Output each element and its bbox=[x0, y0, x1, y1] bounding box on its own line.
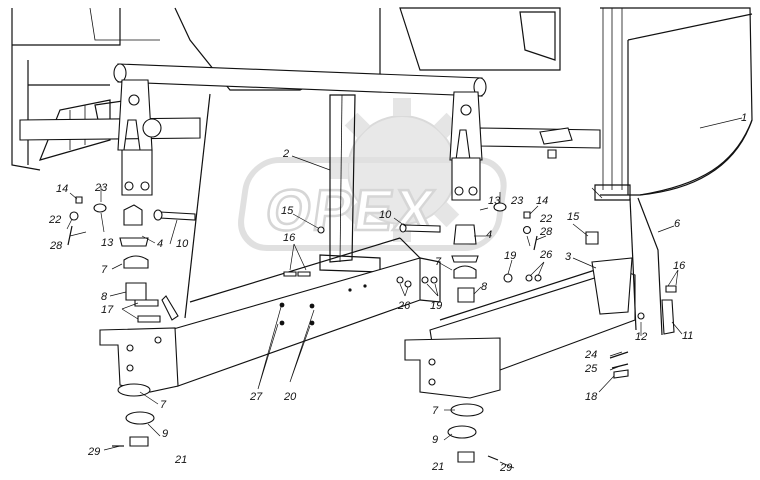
callout-4-right: 4 bbox=[486, 229, 492, 241]
callout-8-right: 8 bbox=[481, 281, 488, 293]
callout-26-right: 26 bbox=[539, 249, 553, 261]
callout-17: 17 bbox=[101, 304, 114, 316]
callout-24: 24 bbox=[584, 349, 597, 361]
callout-26-center: 26 bbox=[397, 300, 411, 312]
right-side-rods bbox=[629, 197, 675, 336]
cross-beam bbox=[19, 63, 601, 149]
leader-lines bbox=[66, 117, 743, 469]
callout-14-left: 14 bbox=[56, 183, 68, 195]
callout-3: 3 bbox=[565, 251, 572, 263]
callout-23-left: 23 bbox=[94, 182, 108, 194]
callout-16-center: 16 bbox=[283, 232, 296, 244]
callout-16-right: 16 bbox=[673, 260, 686, 272]
callout-15-right: 15 bbox=[567, 211, 580, 223]
callout-22-left: 22 bbox=[48, 214, 61, 226]
callout-28-left: 28 bbox=[49, 240, 63, 252]
callout-7-left-upper: 7 bbox=[101, 264, 108, 276]
callout-25: 25 bbox=[584, 363, 598, 375]
callout-13-right: 13 bbox=[488, 195, 501, 207]
callout-29-right: 29 bbox=[499, 462, 512, 474]
callout-4-left: 4 bbox=[157, 238, 163, 250]
callout-19-right: 19 bbox=[504, 250, 516, 262]
callout-6: 6 bbox=[674, 218, 681, 230]
callout-11: 11 bbox=[682, 330, 693, 342]
callout-10-center: 10 bbox=[379, 209, 392, 221]
callout-12: 12 bbox=[635, 331, 647, 343]
left-hardware bbox=[67, 196, 196, 447]
callout-22-right: 22 bbox=[539, 213, 552, 225]
callout-9-right: 9 bbox=[432, 434, 438, 446]
callout-1: 1 bbox=[741, 112, 747, 124]
callout-labels: 1 2 3 4 4 6 7 7 7 7 8 8 9 9 10 10 11 12 … bbox=[48, 112, 747, 474]
left-mount-bracket bbox=[117, 79, 162, 196]
callout-23-right: 23 bbox=[510, 195, 524, 207]
callout-10-left: 10 bbox=[176, 238, 189, 250]
callout-29-left: 29 bbox=[87, 446, 100, 458]
callout-19-center: 19 bbox=[430, 300, 442, 312]
right-mount-bracket bbox=[449, 91, 483, 201]
callout-21-left: 21 bbox=[174, 454, 187, 466]
callout-2: 2 bbox=[282, 148, 289, 160]
callout-18: 18 bbox=[585, 391, 598, 403]
cab-body bbox=[399, 7, 753, 201]
callout-7-right-upper: 7 bbox=[435, 256, 442, 268]
watermark-text: OPEX bbox=[262, 178, 440, 243]
callout-28-right: 28 bbox=[539, 226, 553, 238]
callout-9-left: 9 bbox=[162, 428, 168, 440]
callout-7-left-lower: 7 bbox=[160, 399, 167, 411]
callout-27: 27 bbox=[249, 391, 263, 403]
right-frame-rail bbox=[404, 257, 636, 399]
callout-15-center: 15 bbox=[281, 205, 294, 217]
callout-20: 20 bbox=[283, 391, 297, 403]
callout-8-left: 8 bbox=[101, 291, 108, 303]
callout-7-right-lower: 7 bbox=[432, 405, 439, 417]
left-frame-rail bbox=[99, 93, 441, 393]
callout-21-right: 21 bbox=[431, 461, 444, 473]
callout-13-left: 13 bbox=[101, 237, 114, 249]
callout-14-right: 14 bbox=[536, 195, 548, 207]
